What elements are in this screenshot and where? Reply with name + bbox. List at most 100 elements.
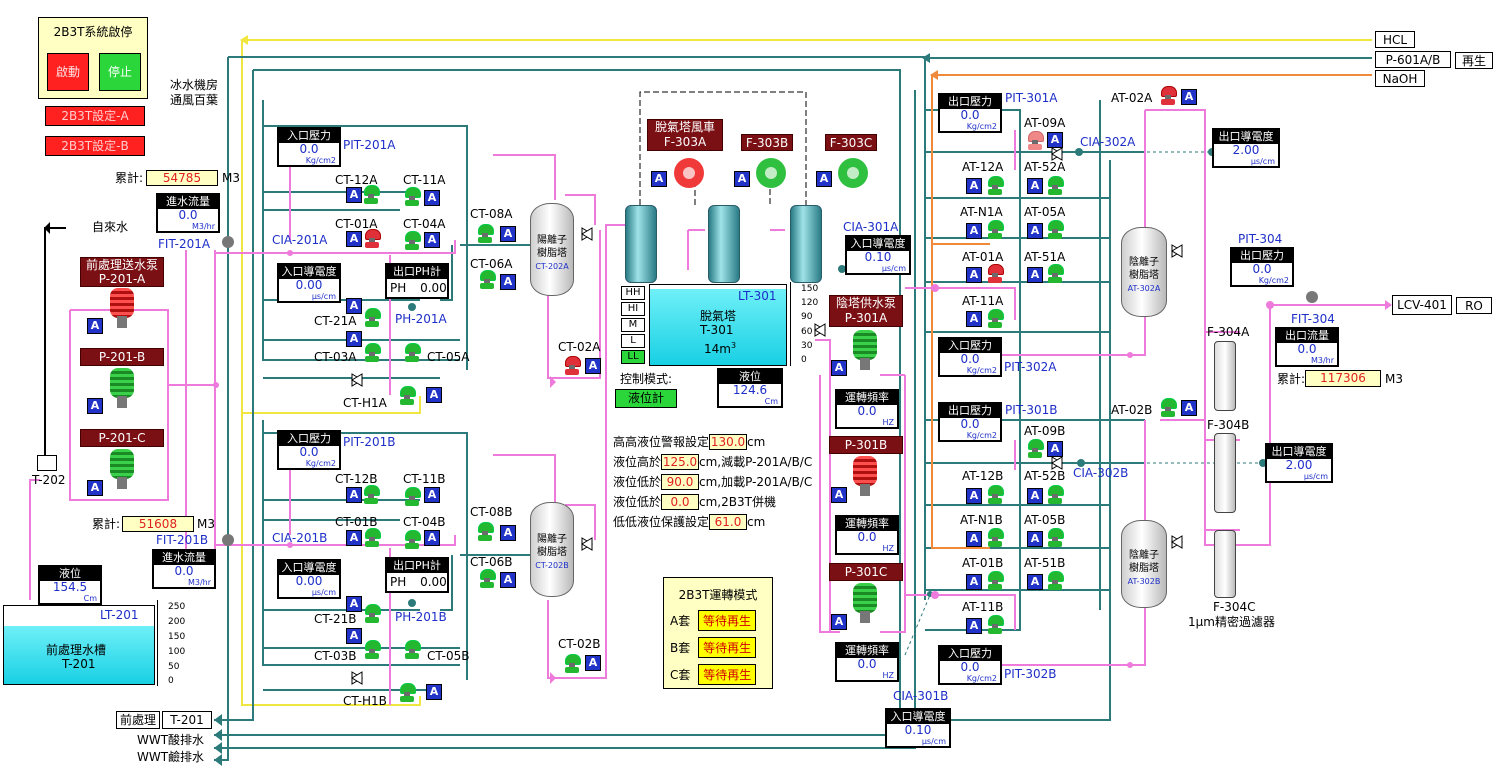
pump-p201b[interactable] — [110, 368, 134, 408]
ct-08b-auto-icon[interactable]: A — [500, 525, 516, 541]
at-01b-auto-icon[interactable]: A — [966, 574, 982, 590]
ct-11b-auto-icon[interactable]: A — [424, 487, 440, 503]
valve-ct05a[interactable] — [405, 343, 421, 363]
valve-at52a[interactable] — [1048, 176, 1064, 196]
valve-atn1b[interactable] — [988, 528, 1004, 548]
fan-f303c[interactable] — [834, 158, 872, 188]
setting-row-4-value[interactable]: 0.0 — [661, 494, 700, 510]
pump-p201a[interactable] — [110, 288, 134, 328]
at-05a-auto-icon[interactable]: A — [1027, 223, 1043, 239]
at-n1b-auto-icon[interactable]: A — [966, 531, 982, 547]
p-301b-auto-icon[interactable]: A — [831, 487, 847, 503]
valve-ct03b[interactable] — [365, 640, 381, 660]
valve-ct12a[interactable] — [364, 185, 380, 205]
pump-p201b-auto-icon[interactable]: A — [87, 398, 103, 414]
ct-04a-auto-icon[interactable]: A — [424, 232, 440, 248]
valve-atn1a[interactable] — [988, 220, 1004, 240]
f-303a-auto-icon[interactable]: A — [651, 171, 667, 187]
ct-03b-auto-icon[interactable]: A — [346, 628, 362, 644]
valve-cth1b[interactable] — [400, 683, 416, 703]
regen-button[interactable]: 再生 — [1455, 52, 1493, 69]
setting-row-5-value[interactable]: 61.0 — [709, 514, 748, 530]
setting-row-1-value[interactable]: 130.0 — [709, 434, 748, 450]
ct-h1a-auto-icon[interactable]: A — [426, 387, 442, 403]
valve-at05b[interactable] — [1048, 528, 1064, 548]
at-01a-auto-icon[interactable]: A — [966, 267, 982, 283]
ct-21b-auto-icon[interactable]: A — [346, 596, 362, 612]
valve-at51a[interactable] — [1048, 264, 1064, 284]
at-12b-auto-icon[interactable]: A — [966, 488, 982, 504]
valve-at52b[interactable] — [1048, 485, 1064, 505]
pump-p201c[interactable] — [110, 449, 134, 489]
f-303b-auto-icon[interactable]: A — [734, 171, 750, 187]
p-301a-auto-icon[interactable]: A — [831, 360, 847, 376]
valve-ct01b[interactable] — [365, 528, 381, 548]
setting-row-2-value[interactable]: 125.0 — [661, 454, 700, 470]
ct-11a-auto-icon[interactable]: A — [424, 190, 440, 206]
p-301c-auto-icon[interactable]: A — [831, 614, 847, 630]
lcv-401-button[interactable]: LCV-401 — [1392, 295, 1452, 315]
pretreat-return-tag[interactable]: T-201 — [162, 711, 212, 729]
at-02a-auto-icon[interactable]: A — [1181, 89, 1197, 105]
valve-at51b[interactable] — [1048, 571, 1064, 591]
valve-at11a[interactable] — [988, 309, 1004, 329]
valve-ct21a[interactable] — [365, 308, 381, 328]
ct-02b-auto-icon[interactable]: A — [585, 655, 601, 671]
fan-f303b[interactable] — [752, 158, 790, 188]
valve-ct02b[interactable] — [565, 654, 581, 674]
settings-b-button[interactable]: 2B3T設定-B — [45, 136, 145, 156]
pump-p201a-auto-icon[interactable]: A — [87, 318, 103, 334]
valve-ct06a[interactable] — [480, 270, 496, 290]
ct-h1b-auto-icon[interactable]: A — [426, 684, 442, 700]
valve-at09a[interactable] — [1028, 131, 1044, 151]
setting-row-3-value[interactable]: 90.0 — [661, 474, 700, 490]
valve-ct12b[interactable] — [364, 485, 380, 505]
ct-01b-auto-icon[interactable]: A — [346, 530, 362, 546]
valve-ct04a[interactable] — [405, 231, 421, 251]
ct-04b-auto-icon[interactable]: A — [424, 530, 440, 546]
valve-ct06b[interactable] — [480, 569, 496, 589]
ct-21a-auto-icon[interactable]: A — [346, 298, 362, 314]
at-51a-auto-icon[interactable]: A — [1027, 267, 1043, 283]
valve-at09b[interactable] — [1028, 439, 1044, 459]
start-button[interactable]: 啟動 — [47, 53, 89, 91]
valve-ct21b[interactable] — [365, 604, 381, 624]
valve-at05a[interactable] — [1048, 220, 1064, 240]
ct-12a-auto-icon[interactable]: A — [346, 187, 362, 203]
valve-at01b[interactable] — [988, 571, 1004, 591]
ct-12b-auto-icon[interactable]: A — [346, 487, 362, 503]
valve-ct08a[interactable] — [478, 224, 494, 244]
valve-ct11a[interactable] — [405, 187, 421, 207]
at-09a-auto-icon[interactable]: A — [1047, 132, 1063, 148]
ct-06b-auto-icon[interactable]: A — [500, 572, 516, 588]
at-11b-auto-icon[interactable]: A — [966, 618, 982, 634]
ct-02a-auto-icon[interactable]: A — [585, 358, 601, 374]
valve-ct01a[interactable] — [365, 229, 381, 249]
ct-08a-auto-icon[interactable]: A — [500, 226, 516, 242]
at-52a-auto-icon[interactable]: A — [1027, 178, 1043, 194]
valve-cth1a[interactable] — [400, 386, 416, 406]
ct-01a-auto-icon[interactable]: A — [346, 231, 362, 247]
ct-06a-auto-icon[interactable]: A — [500, 274, 516, 290]
valve-at01a[interactable] — [988, 264, 1004, 284]
valve-at02b[interactable] — [1161, 398, 1177, 418]
f-303c-auto-icon[interactable]: A — [816, 171, 832, 187]
at-05b-auto-icon[interactable]: A — [1027, 531, 1043, 547]
pump-p201c-auto-icon[interactable]: A — [87, 480, 103, 496]
valve-at12b[interactable] — [988, 485, 1004, 505]
at-51b-auto-icon[interactable]: A — [1027, 574, 1043, 590]
stop-button[interactable]: 停止 — [99, 53, 141, 91]
ct-03a-auto-icon[interactable]: A — [346, 331, 362, 347]
valve-ct08b[interactable] — [478, 522, 494, 542]
valve-ct04b[interactable] — [405, 530, 421, 550]
pump-p301a[interactable] — [853, 330, 877, 370]
valve-at11b[interactable] — [988, 615, 1004, 635]
valve-at12a[interactable] — [988, 176, 1004, 196]
valve-ct11b[interactable] — [405, 487, 421, 507]
pump-p301c[interactable] — [853, 583, 877, 623]
at-02b-auto-icon[interactable]: A — [1181, 400, 1197, 416]
at-n1a-auto-icon[interactable]: A — [966, 223, 982, 239]
valve-ct03a[interactable] — [365, 343, 381, 363]
valve-ct05b[interactable] — [405, 640, 421, 660]
at-09b-auto-icon[interactable]: A — [1047, 441, 1063, 457]
